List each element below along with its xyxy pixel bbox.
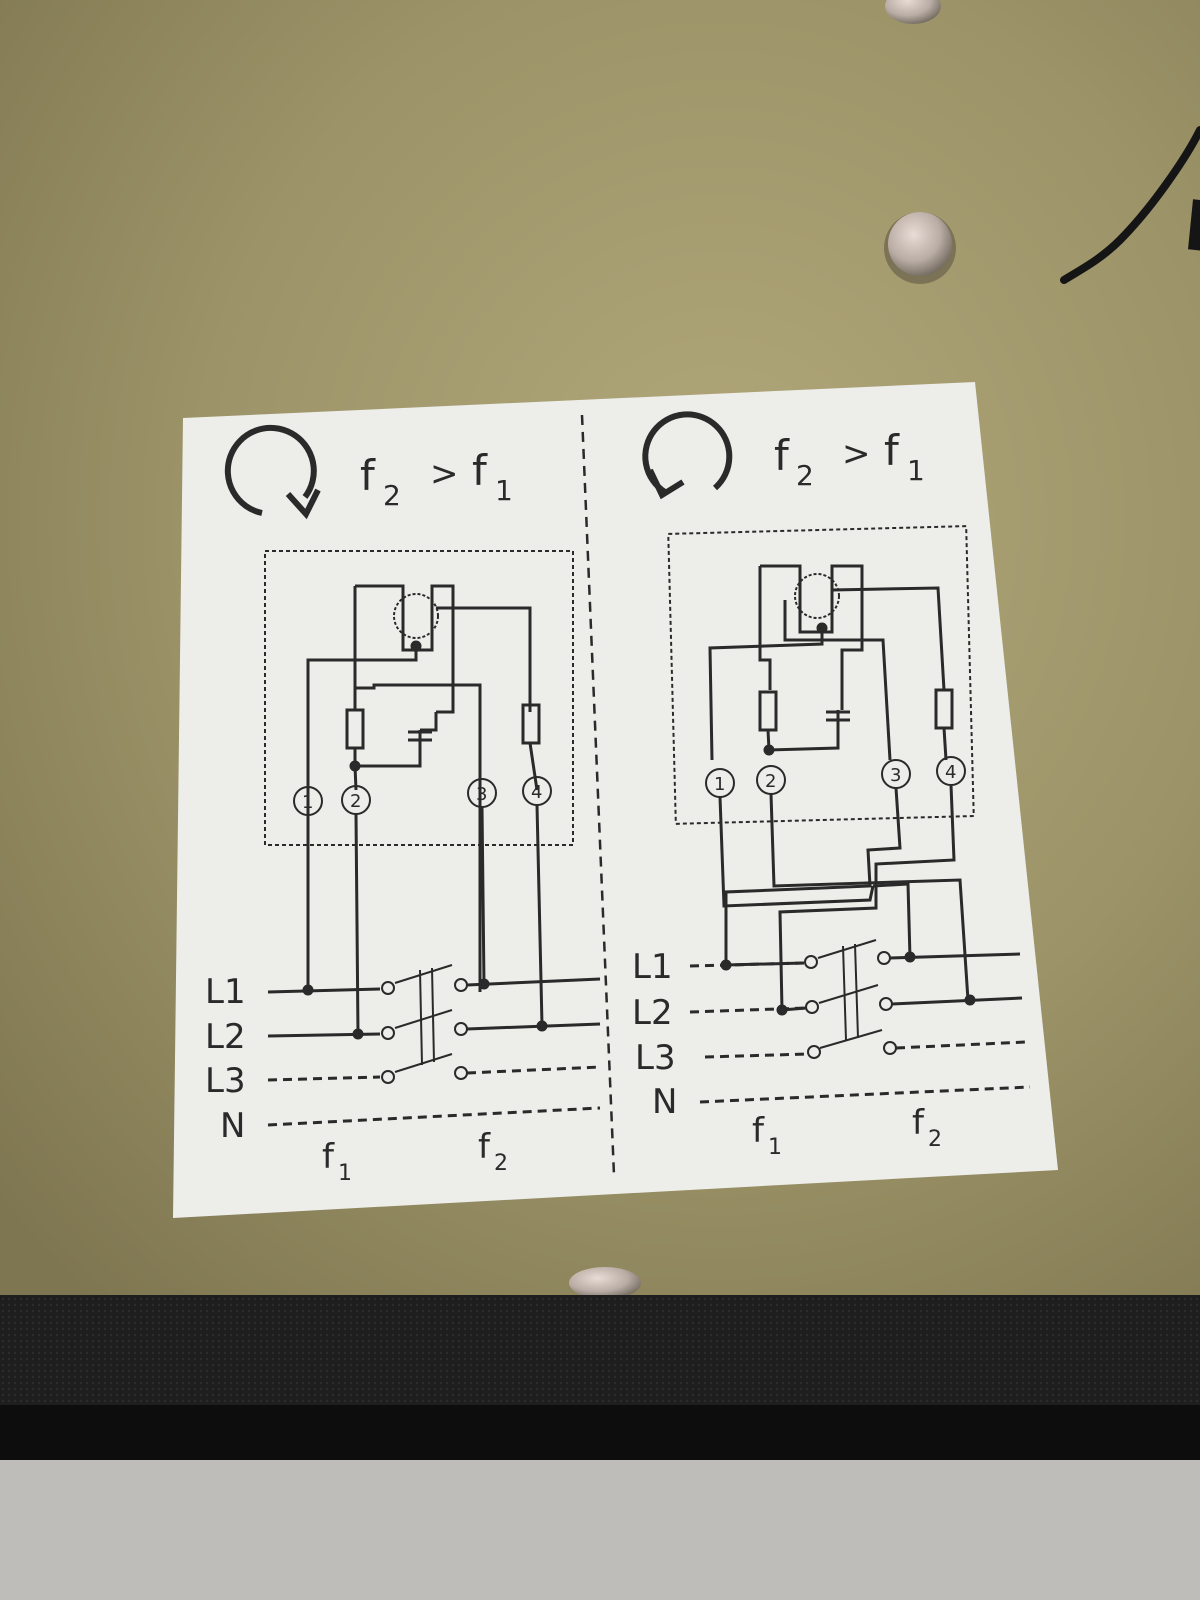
rotation-counterclockwise-icon [642,411,733,495]
right-heading-sub-a: 2 [796,459,814,492]
left-texts: f 2 > f 1 1 2 3 4 L1 L2 L3 N f 1 f 2 [205,446,542,1186]
left-label-l1: L1 [205,972,246,1012]
right-terminal-1-label: 1 [714,774,725,795]
right-line-n [699,1085,1031,1104]
left-heading-sub-a: 2 [383,479,401,512]
right-label-l1: L1 [632,947,673,987]
gasket-strip [0,1295,1200,1405]
left-line-n [267,1106,601,1127]
right-line-l3 [704,1052,809,1059]
right-label-n: N [652,1082,677,1122]
right-heading-f1: f [884,426,900,475]
right-motor-box [667,525,975,825]
label-divider [580,414,616,1176]
rotation-clockwise-icon [224,424,317,516]
right-texts: f 2 > f 1 1 2 3 4 L1 L2 L3 N f 1 f 2 [632,426,956,1160]
left-terminal-1-label: 1 [302,792,313,813]
left-terminal-2-label: 2 [350,791,361,812]
bolt-upper-right-head [888,212,952,276]
left-heading-gt: > [430,454,459,494]
left-label-l2: L2 [205,1017,246,1057]
left-line-l3 [267,1075,381,1082]
left-footer-f1: f [322,1137,335,1177]
right-heading-gt: > [842,434,871,474]
left-footer-f1-sub: 1 [338,1161,352,1186]
right-diagram [642,411,1031,1104]
left-terminal-3-label: 3 [476,784,487,805]
right-footer-f2-sub: 2 [928,1127,942,1152]
left-diagram [224,424,601,1127]
right-terminal-2-label: 2 [765,771,776,792]
right-heading-f: f [774,431,790,480]
bolt-bottom [569,1267,641,1299]
right-heading-sub-b: 1 [907,454,925,487]
left-heading-sub-b: 1 [495,474,513,507]
right-terminal-4-label: 4 [945,762,956,783]
bolt-top [885,0,941,24]
floor-area [0,1460,1200,1600]
trim-bar [0,1405,1200,1460]
left-heading-f: f [360,451,376,500]
left-label-n: N [220,1106,245,1146]
right-label-l3: L3 [635,1038,676,1078]
right-terminal-3-label: 3 [890,765,901,786]
left-line-l1 [267,987,381,994]
right-footer-f1: f [752,1111,765,1151]
left-heading-f1: f [472,446,488,495]
left-terminal-4-label: 4 [531,782,542,803]
left-footer-f2: f [478,1127,491,1167]
left-footer-f2-sub: 2 [494,1151,508,1176]
cable [1060,126,1200,284]
right-footer-f2: f [912,1103,925,1143]
left-motor-box [264,550,574,846]
right-label-l2: L2 [632,993,673,1033]
left-label-l3: L3 [205,1061,246,1101]
right-footer-f1-sub: 1 [768,1135,782,1160]
